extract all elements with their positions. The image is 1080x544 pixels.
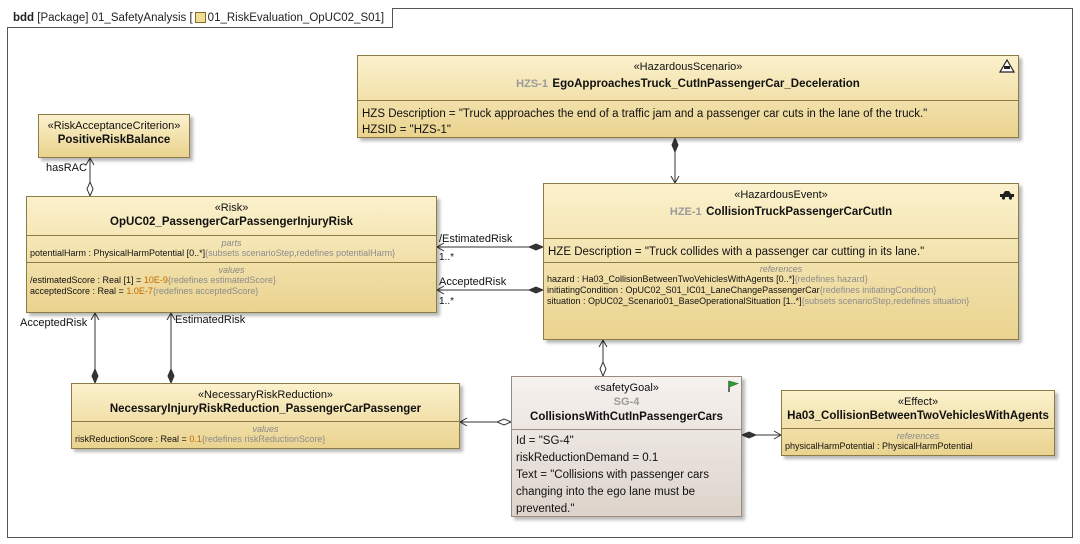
hzs-description: HZS Description = "Truck approaches the … [362, 108, 928, 120]
arrowhead [435, 285, 445, 295]
multiplicity-label: 1..* [439, 296, 455, 307]
block-name: CollisionTruckPassengerCarCutIn [706, 206, 893, 218]
flag-icon [728, 380, 739, 392]
value-row: riskReductionScore : Real = 0.1{redefine… [75, 434, 326, 444]
stereotype: «Effect» [897, 396, 939, 408]
element-id: HZE-1 [669, 206, 702, 218]
composition-diamond [527, 286, 545, 294]
block-name: PositiveRiskBalance [57, 134, 171, 146]
estimated-risk-label: /EstimatedRisk [439, 233, 513, 245]
block-name: EgoApproachesTruck_CutInPassengerCar_Dec… [552, 78, 860, 90]
arrowhead [435, 242, 445, 252]
reference-row: situation : OpUC02_Scenario01_BaseOperat… [547, 296, 970, 306]
block-name: Ha03_CollisionBetweenTwoVehiclesWithAgen… [787, 410, 1049, 422]
value-row: acceptedScore : Real = 1.0E-7{redefines … [30, 286, 259, 296]
diagram-type: bdd [13, 12, 35, 24]
diagram-icon [194, 12, 206, 23]
stereotype: «safetyGoal» [594, 382, 659, 394]
goal-attribute: riskReductionDemand = 0.1 [516, 452, 659, 464]
stereotype: «HazardousScenario» [633, 61, 743, 73]
block-name: NecessaryInjuryRiskReduction_PassengerCa… [109, 403, 422, 415]
diagram-frame [7, 8, 1073, 538]
safety-goal-block[interactable]: «safetyGoal» SG-4 CollisionsWithCutInPas… [511, 376, 742, 517]
stereotype: «Risk» [214, 202, 249, 214]
compartment-title: parts [221, 238, 242, 248]
aggregation-diamond [86, 180, 94, 198]
aggregation-diamond [599, 360, 607, 378]
aggregation-diamond [495, 418, 513, 426]
accepted-risk-bottom-label: AcceptedRisk [20, 317, 88, 329]
element-id: HZS-1 [516, 78, 548, 90]
arrowhead [85, 156, 95, 166]
compartment-title: values [218, 265, 245, 275]
risk-block[interactable]: «Risk» OpUC02_PassengerCarPassengerInjur… [26, 196, 437, 313]
compartment-title: values [252, 424, 279, 434]
stereotype: «HazardousEvent» [734, 189, 828, 201]
stereotype: «RiskAcceptanceCriterion» [47, 120, 181, 132]
arrowhead [166, 311, 176, 321]
hazard-triangle-icon [999, 59, 1015, 73]
necessary-risk-reduction-block[interactable]: «NecessaryRiskReduction» NecessaryInjury… [71, 383, 460, 449]
diagram-kind: [Package] [37, 12, 89, 24]
composition-diamond [91, 367, 99, 385]
block-name: CollisionsWithCutInPassengerCars [530, 411, 723, 423]
hasrac-label: hasRAC [46, 162, 87, 174]
estimated-risk-bottom-label: EstimatedRisk [175, 314, 246, 326]
accepted-risk-label: AcceptedRisk [439, 276, 507, 288]
hazardous-scenario-block[interactable]: «HazardousScenario» HZS-1 EgoApproachesT… [357, 55, 1019, 138]
goal-attribute: Text = "Collisions with passenger cars c… [516, 469, 709, 515]
arrowhead [458, 417, 468, 427]
element-id: SG-4 [613, 396, 640, 408]
composition-diamond [167, 367, 175, 385]
reference-row: physicalHarmPotential : PhysicalHarmPote… [785, 441, 973, 451]
reference-row: initiatingCondition : OpUC02_S01_IC01_La… [547, 285, 937, 295]
block-name: OpUC02_PassengerCarPassengerInjuryRisk [110, 216, 353, 228]
composition-diamond [527, 243, 545, 251]
diagram-name: 01_RiskEvaluation_OpUC02_S01 [207, 12, 381, 24]
effect-block[interactable]: «Effect» Ha03_CollisionBetweenTwoVehicle… [781, 390, 1055, 456]
car-icon [1000, 191, 1014, 200]
composition-diamond [740, 431, 758, 439]
goal-attribute: Id = "SG-4" [516, 435, 574, 447]
part-row: potentialHarm : PhysicalHarmPotential [0… [30, 248, 396, 258]
arrowhead [598, 338, 608, 348]
hzs-id: HZSID = "HZS-1" [362, 124, 451, 136]
multiplicity-label: 1..* [439, 252, 455, 263]
risk-acceptance-block[interactable]: «RiskAcceptanceCriterion» PositiveRiskBa… [38, 114, 190, 158]
hazardous-event-block[interactable]: «HazardousEvent» HZE-1 CollisionTruckPas… [543, 183, 1019, 340]
value-row: /estimatedScore : Real [1] = 10E-9{redef… [30, 275, 276, 285]
compartment-title: references [896, 431, 940, 441]
hze-description: HZE Description = "Truck collides with a… [548, 246, 925, 258]
diagram-package: 01_SafetyAnalysis [91, 12, 187, 24]
reference-row: hazard : Ha03_CollisionBetweenTwoVehicle… [547, 274, 868, 284]
stereotype: «NecessaryRiskReduction» [197, 389, 334, 401]
arrowhead [90, 311, 100, 321]
compartment-title: references [759, 264, 803, 274]
diagram-tab[interactable]: bdd [Package] 01_SafetyAnalysis [01_Risk… [7, 8, 394, 28]
composition-diamond [671, 136, 679, 154]
